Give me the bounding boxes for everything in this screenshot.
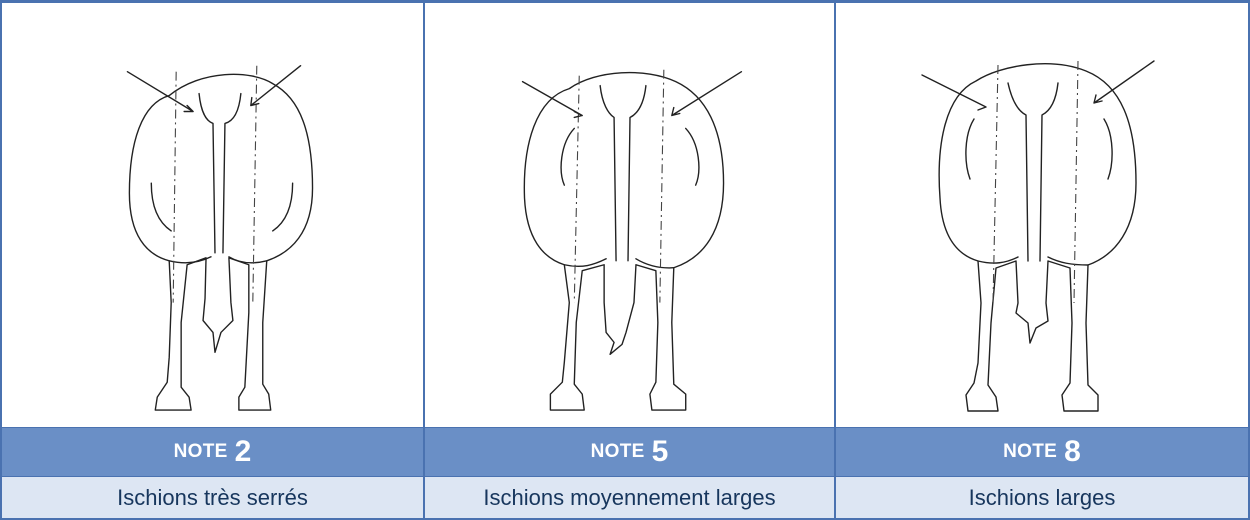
note-label: NOTE <box>1003 441 1057 463</box>
description-note-2: Ischions très serrés <box>2 477 425 518</box>
description-note-8: Ischions larges <box>836 477 1248 518</box>
drawing-cell-note-8 <box>836 3 1248 427</box>
drawing-cell-note-5 <box>425 3 836 427</box>
note-header-8: NOTE 8 <box>836 427 1248 477</box>
note-header-2: NOTE 2 <box>2 427 425 477</box>
note-number: 2 <box>235 437 252 467</box>
cow-rear-view-drawing-note-2 <box>2 3 423 427</box>
drawing-cell-note-2 <box>2 3 425 427</box>
note-label: NOTE <box>591 441 645 463</box>
note-number: 8 <box>1064 437 1081 467</box>
cow-rear-view-drawing-note-5 <box>425 3 834 427</box>
cow-rear-view-drawing-note-8 <box>836 3 1248 427</box>
note-number: 5 <box>652 437 669 467</box>
description-note-5: Ischions moyennement larges <box>425 477 836 518</box>
note-label: NOTE <box>174 441 228 463</box>
note-header-5: NOTE 5 <box>425 427 836 477</box>
